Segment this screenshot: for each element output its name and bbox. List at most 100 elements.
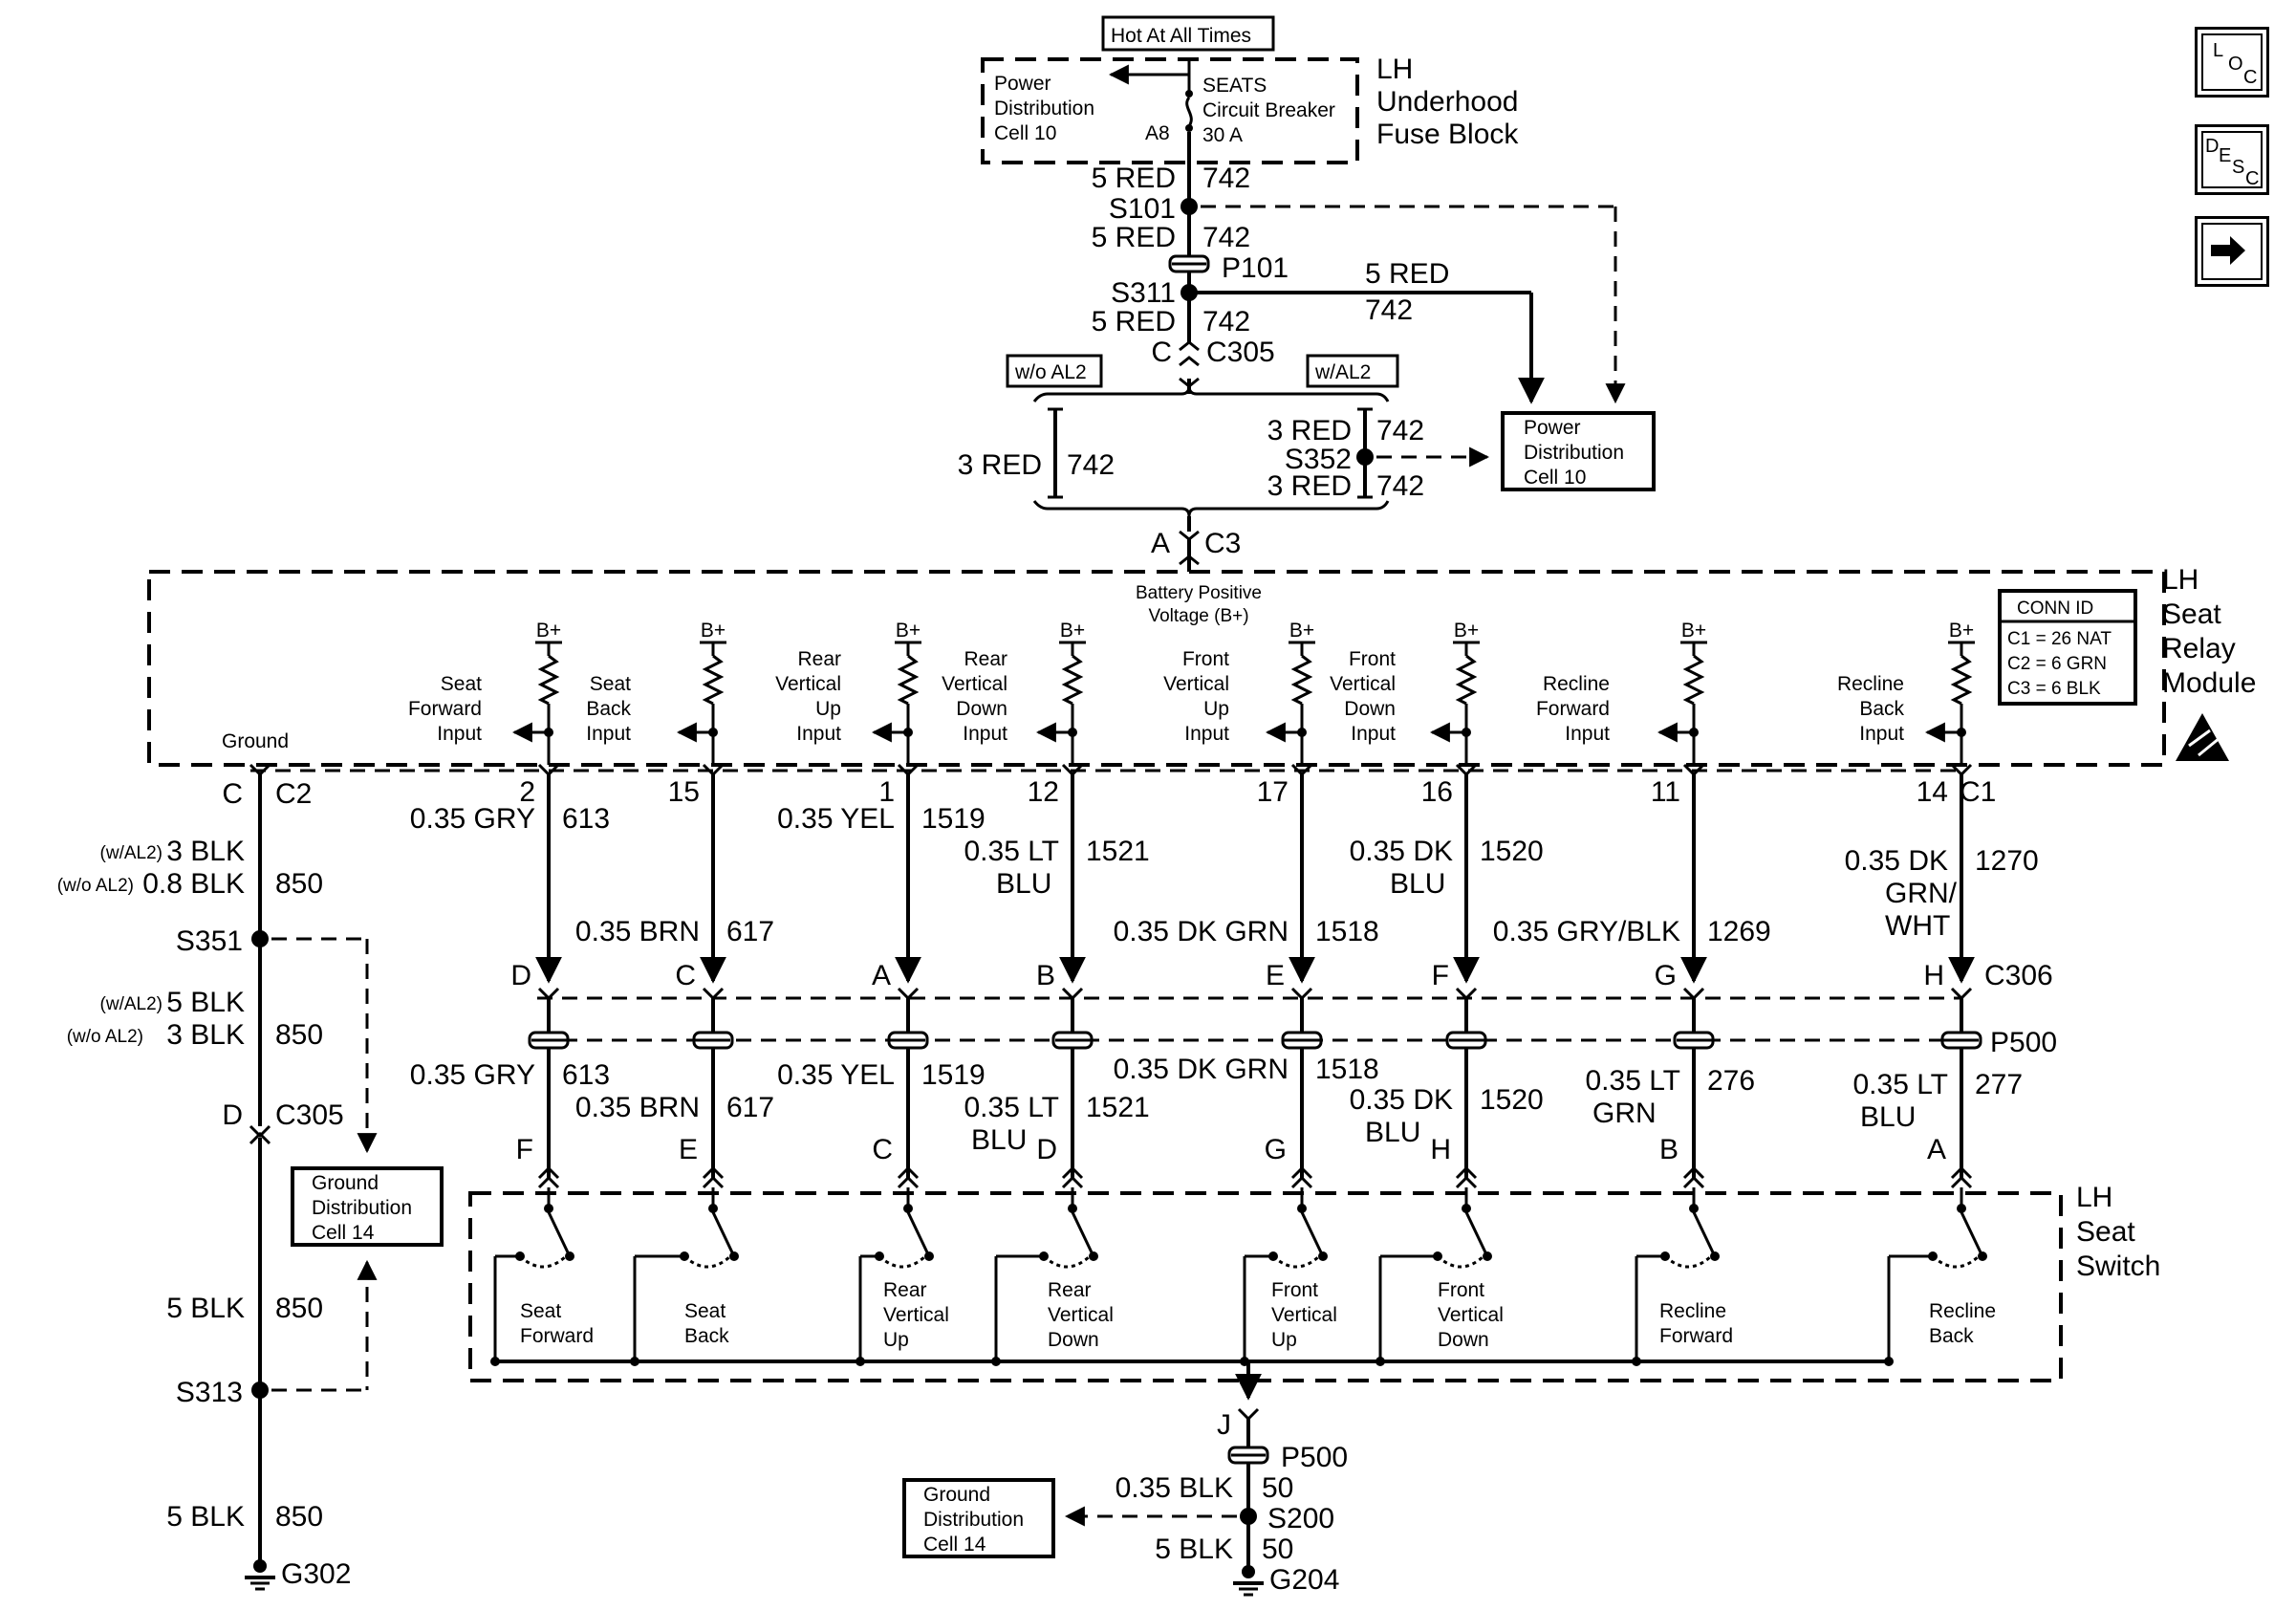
svg-text:D: D <box>222 1099 243 1131</box>
svg-text:Seat: Seat <box>520 1300 561 1322</box>
svg-text:0.8 BLK: 0.8 BLK <box>142 868 245 900</box>
svg-text:Seat: Seat <box>590 673 631 695</box>
svg-text:Switch: Switch <box>2076 1251 2160 1282</box>
svg-text:0.35 BRN: 0.35 BRN <box>575 916 700 947</box>
svg-text:Recline: Recline <box>1543 673 1610 695</box>
svg-text:Rear: Rear <box>883 1279 927 1301</box>
next-page-button[interactable] <box>2195 216 2269 287</box>
svg-text:Hot At All Times: Hot At All Times <box>1111 25 1251 47</box>
svg-text:0.35 YEL: 0.35 YEL <box>777 1059 895 1091</box>
svg-text:0.35 DK: 0.35 DK <box>1350 836 1453 867</box>
svg-text:0.35 DK: 0.35 DK <box>1350 1084 1453 1116</box>
svg-text:Vertical: Vertical <box>1048 1304 1114 1326</box>
b-plus-label: B+ <box>1949 620 1974 642</box>
switch-pin: G <box>1265 1134 1287 1165</box>
splice-s200 <box>1240 1508 1257 1525</box>
svg-text:C: C <box>222 778 243 810</box>
svg-text:Vertical: Vertical <box>883 1304 949 1326</box>
svg-text:1521: 1521 <box>1086 836 1150 867</box>
svg-text:Distribution: Distribution <box>1524 442 1624 464</box>
svg-text:Vertical: Vertical <box>1330 673 1396 695</box>
svg-text:A: A <box>1151 528 1170 559</box>
switch-pin: D <box>1036 1134 1057 1165</box>
c1-pin-number: 2 <box>519 776 535 808</box>
power-distribution-cell-10-box[interactable]: Power Distribution Cell 10 <box>1501 411 1656 491</box>
c306-pin: E <box>1266 960 1285 991</box>
svg-text:742: 742 <box>1067 449 1115 481</box>
location-button[interactable]: L O C <box>2195 27 2269 98</box>
connector-c305-left <box>249 1124 271 1145</box>
connector-c3 <box>1179 530 1200 572</box>
svg-text:850: 850 <box>275 1019 323 1051</box>
svg-text:Rear: Rear <box>1048 1279 1092 1301</box>
svg-text:Input: Input <box>1565 723 1610 745</box>
svg-text:617: 617 <box>726 1092 774 1123</box>
svg-text:Input: Input <box>1184 723 1229 745</box>
svg-text:50: 50 <box>1262 1472 1293 1504</box>
svg-text:742: 742 <box>1376 470 1424 502</box>
svg-text:S311: S311 <box>1111 277 1176 309</box>
svg-text:0.35 YEL: 0.35 YEL <box>777 803 895 835</box>
description-button[interactable]: D E S C <box>2195 124 2269 195</box>
svg-text:WHT: WHT <box>1885 910 1950 942</box>
svg-text:0.35 LT: 0.35 LT <box>964 836 1059 867</box>
svg-text:Input: Input <box>1859 723 1904 745</box>
switch-pin: A <box>1927 1134 1946 1165</box>
fuse-block-title: LH <box>1376 54 1413 85</box>
svg-text:Distribution: Distribution <box>312 1197 412 1219</box>
svg-text:Back: Back <box>1859 698 1904 720</box>
svg-text:Input: Input <box>437 723 482 745</box>
svg-text:(w/AL2): (w/AL2) <box>100 994 162 1014</box>
svg-text:742: 742 <box>1365 294 1413 326</box>
svg-text:Seat: Seat <box>2076 1216 2135 1248</box>
svg-text:0.35 GRY: 0.35 GRY <box>410 803 535 835</box>
c306-pin: B <box>1036 960 1055 991</box>
seats-circuit-breaker <box>1185 59 1193 207</box>
svg-text:C305: C305 <box>1206 337 1275 368</box>
svg-text:Vertical: Vertical <box>942 673 1007 695</box>
svg-text:Ground: Ground <box>923 1484 990 1506</box>
svg-text:(w/o AL2): (w/o AL2) <box>67 1027 143 1047</box>
svg-text:0.35 DK GRN: 0.35 DK GRN <box>1114 916 1289 947</box>
svg-text:742: 742 <box>1202 163 1250 194</box>
svg-text:Back: Back <box>1929 1325 1974 1347</box>
svg-text:1521: 1521 <box>1086 1092 1150 1123</box>
c1-pin-number: 11 <box>1651 776 1680 808</box>
svg-text:Fuse Block: Fuse Block <box>1376 119 1519 150</box>
ground-distribution-cell-14-box-left[interactable]: Ground Distribution Cell 14 <box>291 1166 444 1247</box>
svg-text:1518: 1518 <box>1315 1054 1379 1085</box>
b-plus-label: B+ <box>1681 620 1706 642</box>
svg-text:Recline: Recline <box>1929 1300 1996 1322</box>
svg-text:C: C <box>1151 337 1172 368</box>
svg-text:S101: S101 <box>1109 193 1176 225</box>
ground-distribution-cell-14-box-bottom[interactable]: Ground Distribution Cell 14 <box>902 1478 1055 1558</box>
svg-text:Forward: Forward <box>408 698 482 720</box>
svg-text:(w/AL2): (w/AL2) <box>100 843 162 863</box>
pull-up-resistor <box>897 654 920 706</box>
c306-pin: F <box>1432 960 1449 991</box>
svg-text:Input: Input <box>796 723 841 745</box>
c306-pin: G <box>1655 960 1677 991</box>
switch-pin: E <box>679 1134 698 1165</box>
c306-pin: H <box>1923 960 1944 991</box>
svg-text:Front: Front <box>1182 648 1229 670</box>
svg-text:BLU: BLU <box>1390 868 1445 900</box>
svg-text:Underhood: Underhood <box>1376 86 1518 118</box>
svg-text:Seat: Seat <box>2162 598 2221 630</box>
svg-text:5 BLK: 5 BLK <box>166 987 245 1018</box>
svg-text:Front: Front <box>1271 1279 1318 1301</box>
svg-text:0.35 BLK: 0.35 BLK <box>1116 1472 1233 1504</box>
b-plus-label: B+ <box>701 620 726 642</box>
svg-text:Up: Up <box>1271 1329 1297 1351</box>
b-plus-label: B+ <box>1289 620 1314 642</box>
c1-pin-number: 1 <box>878 776 895 808</box>
svg-text:613: 613 <box>562 803 610 835</box>
svg-text:Back: Back <box>684 1325 729 1347</box>
svg-text:GRN: GRN <box>1592 1098 1657 1129</box>
svg-text:C1 = 26 NAT: C1 = 26 NAT <box>2007 629 2112 649</box>
svg-text:Voltage (B+): Voltage (B+) <box>1148 606 1248 626</box>
svg-text:850: 850 <box>275 868 323 900</box>
